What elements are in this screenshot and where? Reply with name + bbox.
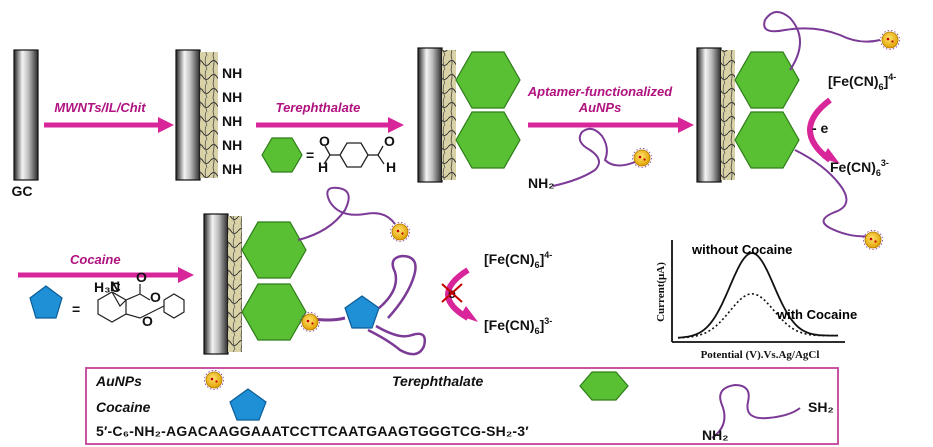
aunp-icon <box>390 222 410 242</box>
aunp-icon <box>880 30 900 50</box>
pentagon-icon <box>29 285 63 319</box>
electrode-terephthalate <box>417 47 521 183</box>
hexagon-icon <box>241 283 307 341</box>
svg-text:=: = <box>72 301 80 317</box>
svg-text:SH₂: SH₂ <box>808 399 834 415</box>
hexagon-icon <box>261 137 303 173</box>
aunp-icon <box>863 230 883 250</box>
svg-text:NH: NH <box>222 89 242 105</box>
svg-text:=: = <box>306 147 314 163</box>
aptamer-legend-strand <box>711 383 801 439</box>
svg-text:O: O <box>319 133 330 149</box>
pentagon-icon <box>344 295 380 329</box>
series-with-cocaine-line <box>678 292 838 339</box>
voltammogram-chart: Current(μA) Potential (V).Vs.Ag/AgCl wit… <box>655 240 857 361</box>
chart-xlabel: Potential (V).Vs.Ag/AgCl <box>701 349 820 361</box>
step1-label: MWNTs/IL/Chit <box>54 100 146 115</box>
step3-label-line1: Aptamer-functionalized <box>527 84 674 99</box>
series-without-cocaine-line <box>677 252 838 339</box>
svg-text:H: H <box>386 159 396 175</box>
step4-label: Cocaine <box>70 252 121 267</box>
arrow-step1: MWNTs/IL/Chit <box>44 100 174 133</box>
terephthalate-structure: = H O H O <box>261 133 396 175</box>
aunp-icon <box>632 148 652 168</box>
aptamer-sequence: 5′-C₆-NH₂-AGACAAGGAAATCCTTCAATGAAGTGGGTC… <box>96 423 529 439</box>
hexagon-icon <box>579 371 629 401</box>
step2-label: Terephthalate <box>276 100 361 115</box>
hexagon-icon <box>241 221 307 279</box>
series-without-label: without Cocaine <box>691 242 792 257</box>
svg-text:[Fe(CN)6]4-: [Fe(CN)6]4- <box>484 250 552 270</box>
electrode-cocaine-bound <box>203 186 426 356</box>
svg-text:O: O <box>142 313 153 329</box>
svg-text:NH: NH <box>222 113 242 129</box>
svg-text:NH: NH <box>222 65 242 81</box>
svg-text:[Fe(CN)6]4-: [Fe(CN)6]4- <box>828 72 896 92</box>
svg-text:NH₂: NH₂ <box>702 427 728 443</box>
nh2-groups: NH NH NH NH NH <box>222 65 242 177</box>
svg-text:NH: NH <box>222 161 242 177</box>
svg-text:NH: NH <box>222 137 242 153</box>
legend-cocaine-label: Cocaine <box>96 399 151 415</box>
svg-text:Fe(CN)63-: Fe(CN)63- <box>830 158 889 178</box>
step3-label-line2: AuNPs <box>578 100 622 115</box>
series-with-label: with Cocaine <box>776 307 857 322</box>
legend-terephthalate-label: Terephthalate <box>392 373 483 389</box>
gc-label: GC <box>12 183 33 199</box>
arrow-step2: Terephthalate <box>256 100 404 133</box>
redox-cycle-blocked: e [Fe(CN)6]4- [Fe(CN)6]3- <box>441 250 552 336</box>
electrode-mwnt-film: NH NH NH NH NH <box>175 49 242 181</box>
svg-text:O: O <box>384 133 395 149</box>
legend-aunps-label: AuNPs <box>95 373 142 389</box>
svg-text:H: H <box>318 159 328 175</box>
electrode-aptamer <box>696 11 900 250</box>
hexagon-icon <box>734 51 800 109</box>
svg-text:H₃C: H₃C <box>94 279 121 295</box>
chart-ylabel: Current(μA) <box>655 262 667 322</box>
svg-text:N: N <box>110 278 120 294</box>
pentagon-icon <box>229 388 267 421</box>
arrow-step3: Aptamer-functionalized AuNPs <box>527 84 694 133</box>
hexagon-icon <box>455 51 521 109</box>
hexagon-icon <box>734 111 800 169</box>
svg-text:[Fe(CN)6]3-: [Fe(CN)6]3- <box>484 316 552 336</box>
cocaine-structure: = H₃C N O O O <box>29 269 185 329</box>
redox-cycle-top: - e [Fe(CN)6]4- Fe(CN)63- <box>807 72 896 178</box>
hexagon-icon <box>455 111 521 169</box>
svg-text:O: O <box>150 289 161 305</box>
arrow-step4: Cocaine <box>18 252 194 283</box>
svg-text:NH₂: NH₂ <box>528 175 554 191</box>
legend-box: AuNPs Terephthalate Cocaine 5′-C₆-NH₂-AG… <box>85 367 839 445</box>
svg-text:- e: - e <box>812 120 829 136</box>
aptamer-probe: NH₂ <box>528 127 652 191</box>
gc-electrode: GC <box>12 49 39 199</box>
svg-text:O: O <box>136 269 147 285</box>
